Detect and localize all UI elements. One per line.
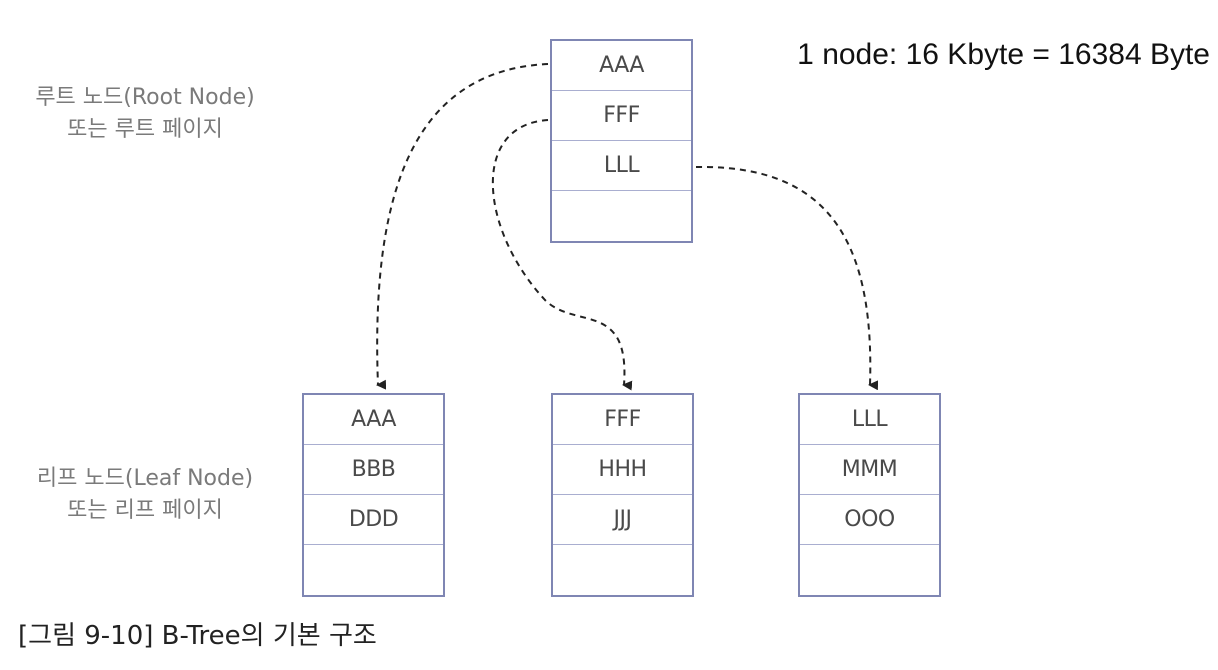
arrow-root-to-leaf-3 [695, 165, 879, 391]
leaf2-key-empty [553, 545, 692, 595]
root-key-2: FFF [552, 91, 691, 141]
leaf2-key-3: JJJ [553, 495, 692, 545]
leaf3-key-empty [800, 545, 939, 595]
root-key-empty [552, 191, 691, 241]
root-label-line1: 루트 노드(Root Node) [35, 85, 255, 110]
leaf-label-line2: 또는 리프 페이지 [67, 498, 223, 523]
figure-caption: [그림 9-10] B-Tree의 기본 구조 [18, 621, 377, 651]
leaf2-key-2: HHH [553, 445, 692, 495]
leaf-label-line1: 리프 노드(Leaf Node) [36, 466, 254, 491]
leaf3-key-1: LLL [800, 395, 939, 445]
arrow-root-to-leaf-2 [491, 119, 633, 391]
leaf3-key-3: OOO [800, 495, 939, 545]
leaf-node-2: FFF HHH JJJ [551, 393, 694, 597]
root-key-1: AAA [552, 41, 691, 91]
leaf2-key-1: FFF [553, 395, 692, 445]
node-size-info: 1 node: 16 Kbyte = 16384 Byte [797, 38, 1210, 71]
leaf1-key-3: DDD [304, 495, 443, 545]
root-node: AAA FFF LLL [550, 39, 693, 243]
leaf-node-3: LLL MMM OOO [798, 393, 941, 597]
root-label-line2: 또는 루트 페이지 [67, 117, 223, 142]
root-node-label: 루트 노드(Root Node) 또는 루트 페이지 [0, 82, 290, 146]
leaf-node-label: 리프 노드(Leaf Node) 또는 리프 페이지 [0, 463, 290, 527]
leaf1-key-empty [304, 545, 443, 595]
leaf-node-1: AAA BBB DDD [302, 393, 445, 597]
arrow-root-to-leaf-1 [376, 63, 549, 390]
leaf1-key-2: BBB [304, 445, 443, 495]
leaf3-key-2: MMM [800, 445, 939, 495]
leaf1-key-1: AAA [304, 395, 443, 445]
root-key-3: LLL [552, 141, 691, 191]
